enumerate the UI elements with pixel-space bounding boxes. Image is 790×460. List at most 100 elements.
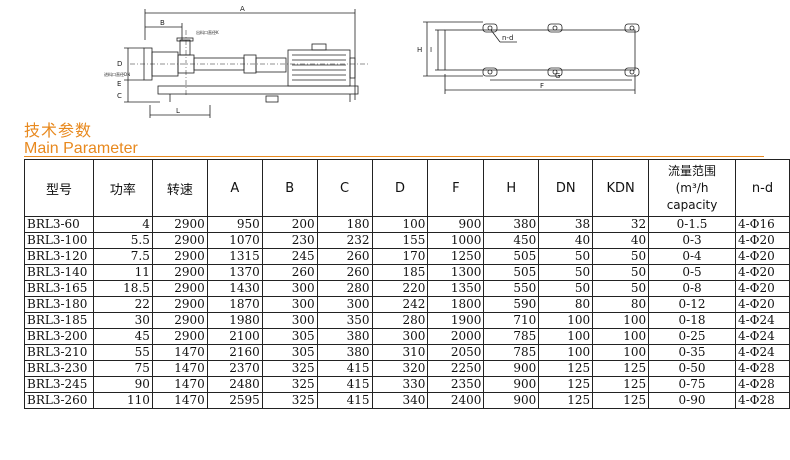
cell-h: 900 [483, 360, 540, 377]
cell-kdn: 125 [592, 392, 650, 409]
cell-f: 2400 [427, 392, 485, 409]
cell-nd: 4-Φ24 [734, 344, 790, 361]
cell-model: BRL3-100 [24, 232, 94, 249]
header-a: A [206, 159, 263, 217]
dim-label-nd: n-d [502, 34, 513, 42]
cell-nd: 4-Φ20 [734, 248, 790, 265]
cell-c: 380 [316, 328, 373, 345]
cell-power: 45 [92, 328, 153, 345]
cell-model: BRL3-260 [24, 392, 94, 409]
cell-f: 2250 [427, 360, 485, 377]
base-plate-drawing: H I n-d G F [417, 21, 640, 94]
cell-dn: 125 [538, 376, 594, 393]
cell-nd: 4-Φ24 [734, 312, 790, 329]
cell-f: 1000 [427, 232, 485, 249]
dim-label-c: C [117, 92, 122, 100]
cell-b: 300 [261, 296, 318, 313]
heading-rule [24, 156, 764, 157]
cell-model: BRL3-200 [24, 328, 94, 345]
cell-speed: 2900 [151, 328, 208, 345]
cell-b: 325 [261, 360, 318, 377]
header-capacity-zh: 流量范围 [668, 163, 717, 178]
cell-model: BRL3-180 [24, 296, 94, 313]
cell-c: 415 [316, 360, 373, 377]
cell-kdn: 50 [592, 248, 650, 265]
cell-capacity: 0-35 [648, 344, 736, 361]
cell-model: BRL3-230 [24, 360, 94, 377]
cell-capacity: 0-75 [648, 376, 736, 393]
header-d: D [371, 159, 429, 217]
cell-b: 230 [261, 232, 318, 249]
cell-speed: 1470 [151, 392, 208, 409]
cell-d: 155 [371, 232, 429, 249]
cell-f: 1900 [427, 312, 485, 329]
cell-c: 232 [316, 232, 373, 249]
cell-d: 185 [371, 264, 429, 281]
cell-h: 785 [483, 344, 540, 361]
header-c: C [316, 159, 373, 217]
dim-label-h: H [417, 46, 422, 54]
cell-speed: 1470 [151, 344, 208, 361]
inlet-note: 进料口直径DN [104, 71, 130, 77]
cell-nd: 4-Φ16 [734, 216, 790, 233]
cell-d: 320 [371, 360, 429, 377]
header-kdn: KDN [592, 159, 650, 217]
cell-kdn: 80 [592, 296, 650, 313]
cell-kdn: 125 [592, 360, 650, 377]
cell-power: 75 [92, 360, 153, 377]
cell-c: 280 [316, 280, 373, 297]
cell-nd: 4-Φ20 [734, 280, 790, 297]
cell-h: 710 [483, 312, 540, 329]
cell-dn: 50 [538, 264, 594, 281]
cell-speed: 1470 [151, 360, 208, 377]
cell-a: 2595 [206, 392, 263, 409]
cell-b: 325 [261, 392, 318, 409]
outlet-note: 出料口直径K [196, 29, 219, 35]
cell-power: 110 [92, 392, 153, 409]
cell-dn: 50 [538, 280, 594, 297]
cell-b: 300 [261, 280, 318, 297]
cell-f: 1800 [427, 296, 485, 313]
header-capacity-en: capacity [666, 197, 718, 212]
cell-a: 1980 [206, 312, 263, 329]
header-nd: n-d [734, 159, 790, 217]
cell-dn: 40 [538, 232, 594, 249]
cell-h: 505 [483, 264, 540, 281]
cell-dn: 38 [538, 216, 594, 233]
cell-d: 220 [371, 280, 429, 297]
cell-power: 5.5 [92, 232, 153, 249]
cell-power: 55 [92, 344, 153, 361]
cell-h: 380 [483, 216, 540, 233]
cell-speed: 2900 [151, 216, 208, 233]
cell-dn: 125 [538, 392, 594, 409]
cell-power: 30 [92, 312, 153, 329]
pump-dimension-drawing: A B D E C L 出料口直径K 进料口直径DN [104, 5, 370, 118]
cell-a: 1430 [206, 280, 263, 297]
cell-c: 350 [316, 312, 373, 329]
cell-f: 2350 [427, 376, 485, 393]
cell-d: 242 [371, 296, 429, 313]
cell-a: 2480 [206, 376, 263, 393]
cell-kdn: 50 [592, 280, 650, 297]
header-power: 功率 [92, 159, 153, 217]
cell-c: 415 [316, 376, 373, 393]
header-speed: 转速 [151, 159, 208, 217]
cell-f: 2000 [427, 328, 485, 345]
cell-power: 7.5 [92, 248, 153, 265]
cell-capacity: 0-1.5 [648, 216, 736, 233]
cell-capacity: 0-90 [648, 392, 736, 409]
cell-power: 90 [92, 376, 153, 393]
cell-power: 11 [92, 264, 153, 281]
cell-dn: 80 [538, 296, 594, 313]
cell-d: 280 [371, 312, 429, 329]
cell-dn: 125 [538, 360, 594, 377]
